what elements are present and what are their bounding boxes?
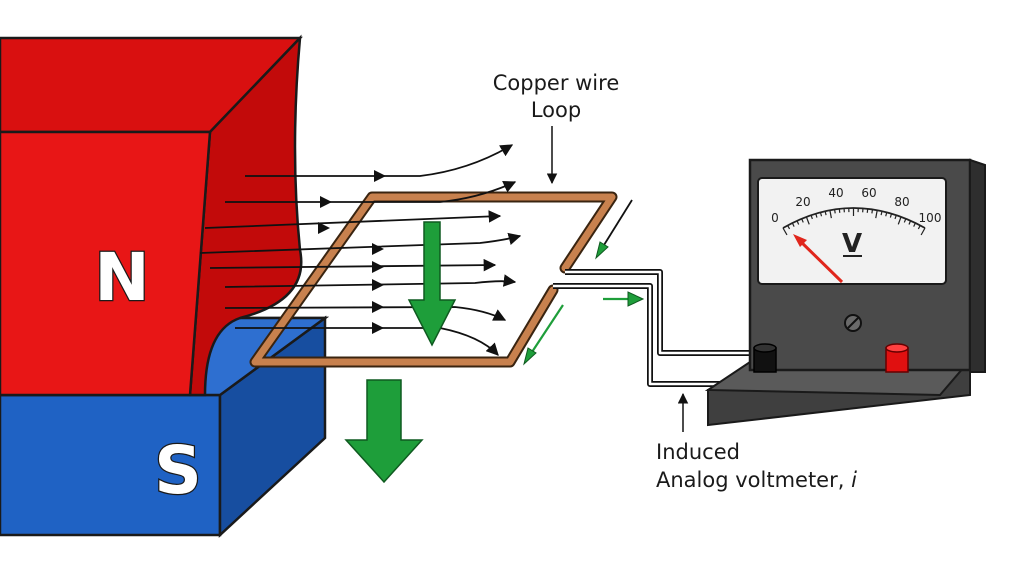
voltmeter-face <box>757 177 947 285</box>
voltmeter-scale-tick <box>875 210 878 219</box>
motion-arrows <box>344 199 645 484</box>
copper-wire-loop <box>249 191 618 368</box>
north-magnet: N <box>0 34 303 397</box>
voltmeter-label-text: Analog voltmeter, <box>656 468 851 492</box>
field-line-arrowhead <box>318 222 330 234</box>
voltmeter-tick-label: 80 <box>894 195 909 209</box>
analog-voltmeter: 0 20 40 60 80 100 V <box>704 158 986 427</box>
voltmeter-scale-tick <box>796 220 800 225</box>
voltmeter-scale-tick <box>801 218 804 223</box>
loop-motion-arrow <box>407 221 457 347</box>
voltmeter-scale-tick <box>834 209 836 214</box>
field-line <box>209 258 497 272</box>
voltmeter-scale-tick <box>787 225 791 230</box>
voltmeter-side <box>969 158 986 373</box>
voltmeter-scale-tick <box>819 212 823 217</box>
voltmeter-scale-tick <box>810 215 813 220</box>
loop-label-line2: Loop <box>531 98 581 122</box>
voltmeter-scale-tick <box>913 222 916 227</box>
voltmeter-scale-tick <box>815 213 818 218</box>
field-line-arrowhead <box>372 261 384 273</box>
field-line <box>224 274 517 288</box>
field-line <box>225 180 517 203</box>
north-magnet-side <box>188 34 303 397</box>
voltmeter-label-line1: Induced <box>656 440 740 464</box>
voltmeter-scale-tick <box>824 211 827 216</box>
voltmeter-label-line2: Analog voltmeter, i <box>656 468 857 492</box>
voltmeter-tick-label: 60 <box>861 186 876 200</box>
voltmeter-unit: V <box>842 229 862 259</box>
loop-label: Copper wire Loop <box>493 71 620 185</box>
voltmeter-tick-label: 100 <box>919 211 942 225</box>
voltmeter-scale-tick <box>871 209 874 214</box>
current-direction-line <box>603 199 633 246</box>
negative-terminal[interactable] <box>753 343 777 373</box>
voltmeter-needle-tip <box>793 234 807 247</box>
voltmeter-tick-label: 0 <box>771 211 779 225</box>
voltmeter-scale-tick <box>897 216 902 225</box>
field-line-arrowhead <box>372 243 384 255</box>
voltmeter-scale-tick <box>791 222 795 227</box>
positive-terminal[interactable] <box>885 343 909 373</box>
current-direction-arrow <box>523 347 537 366</box>
field-line <box>199 232 522 254</box>
magnetic-field-lines <box>199 144 522 356</box>
voltmeter-tick-label: 40 <box>828 186 843 200</box>
voltmeter-scale-tick <box>920 227 926 236</box>
field-line-arrowhead <box>372 322 384 334</box>
lead-wire-top-inner <box>565 270 760 355</box>
voltmeter-scale-tick <box>880 211 883 216</box>
field-line-arrowhead <box>374 170 386 182</box>
voltmeter-scale-tick <box>908 220 912 225</box>
magnet-motion-arrow <box>344 379 424 484</box>
voltmeter-scale-tick <box>782 227 788 236</box>
voltmeter-scale-tick <box>917 225 921 230</box>
voltmeter-label: Induced Analog voltmeter, i <box>656 392 857 492</box>
voltmeter-scale-tick <box>885 212 888 217</box>
field-line <box>204 210 502 229</box>
field-line-arrowhead <box>372 279 384 291</box>
current-direction-arrow <box>627 291 645 307</box>
voltmeter-scale-tick <box>894 215 897 220</box>
north-pole-label: N <box>94 239 149 316</box>
north-magnet-front <box>0 130 212 397</box>
field-line-arrowhead <box>320 196 332 208</box>
current-direction-arrow <box>595 241 609 260</box>
field-line-arrowhead <box>372 301 384 313</box>
voltmeter-scale-tick <box>805 216 810 225</box>
voltmeter-scale-tick <box>903 218 907 223</box>
zero-adjust-screw-slot <box>847 317 859 329</box>
voltmeter-scale-ticks <box>782 208 926 236</box>
current-direction-line <box>531 304 564 353</box>
voltmeter-scale-tick <box>829 210 832 219</box>
field-line <box>224 306 507 321</box>
loop-wire <box>251 193 616 366</box>
voltmeter-scale-tick <box>889 213 893 218</box>
loop-label-line1: Copper wire <box>493 71 620 95</box>
voltmeter-tick-label: 20 <box>795 195 810 209</box>
south-pole-label: S <box>154 432 202 509</box>
field-line <box>245 144 514 177</box>
voltmeter-needle <box>795 236 844 284</box>
